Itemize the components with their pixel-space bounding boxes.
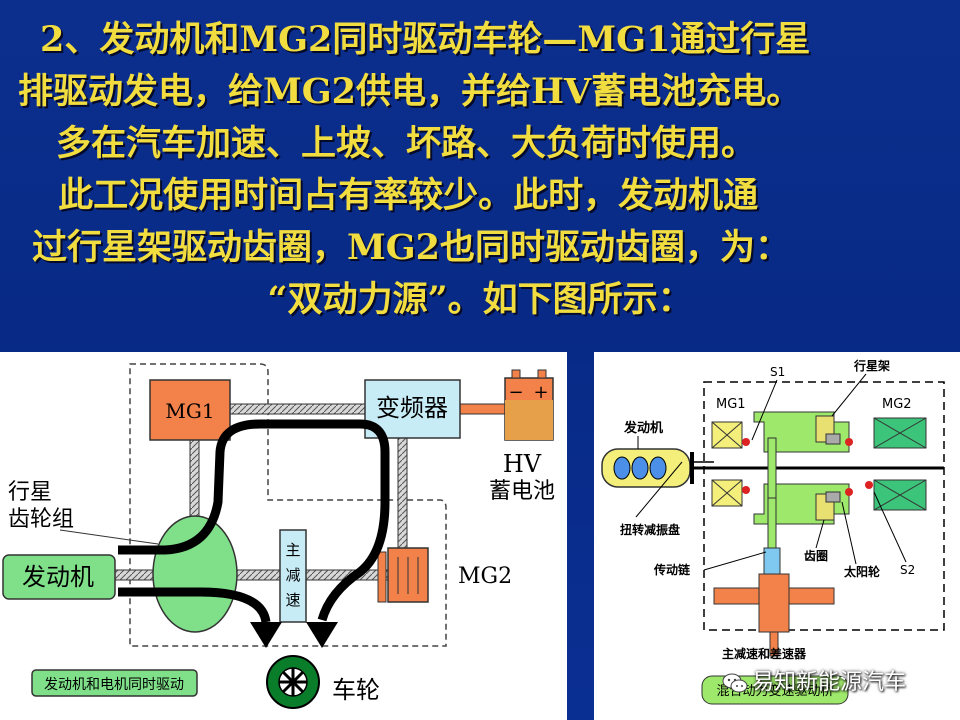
heading-line-5: 过行星架驱动齿圈，MG2也同时驱动齿圈，为：: [32, 227, 790, 268]
shaft-inverter-mg2: [397, 437, 408, 549]
heading-line-6: “双动力源”。如下图所示：: [267, 279, 693, 320]
planetary-label-1: 行星: [8, 480, 52, 505]
battery-label-name: 蓄电池: [489, 479, 555, 504]
mg2-label: MG2: [458, 564, 512, 589]
inverter-label: 变频器: [376, 394, 448, 422]
mode-caption: 发动机和电机同时驱动: [44, 677, 184, 693]
transaxle-svg: 发动机 扭转减振盘 MG1 MG2: [601, 358, 945, 705]
battery-link: [454, 403, 506, 415]
engine-label: 发动机: [623, 420, 663, 436]
battery-plus: +: [533, 382, 548, 403]
dashed-boundary: [129, 363, 447, 647]
damper-label: 扭转减振盘: [620, 522, 680, 537]
final-drive-label: 主减速和差速器: [722, 646, 807, 661]
sun-gear-label: 太阳轮: [844, 564, 881, 579]
differential-box: [758, 573, 790, 633]
transaxle-diagram: 发动机 扭转减振盘 MG1 MG2: [594, 352, 960, 720]
planetary-gear-set: [152, 515, 238, 633]
mode-caption-box: [31, 669, 198, 697]
wheel-label: 车轮: [332, 676, 380, 704]
mg2-power-flow-arrow: [118, 419, 390, 622]
battery-label-hv: HV: [503, 450, 542, 478]
heading-line-2: 排驱动发电，给MG2供电，并给HV蓄电池充电。: [18, 71, 802, 112]
final-drive-char-3: 速: [285, 591, 300, 609]
engine-label: 发动机: [22, 563, 94, 591]
s1-label: S1: [770, 365, 785, 379]
transaxle-boundary: [703, 381, 945, 631]
shaft-mg1-inverter: [227, 403, 369, 415]
mg1-box: [149, 379, 231, 441]
ring-gear-label: 齿圈: [804, 548, 828, 563]
s2-label: S2: [900, 563, 915, 577]
chain-label: 传动链: [653, 562, 691, 577]
planet-carrier-label: 行星架: [853, 358, 890, 373]
power-flow-svg: MG1 变频器 − + HV 蓄电池 行星 齿轮组 发动机 主 减 速 MG2: [2, 363, 555, 709]
heading-line-1: 2、发动机和MG2同时驱动车轮—MG1通过行星: [40, 19, 811, 60]
mg1-label: MG1: [165, 399, 214, 423]
heading-line-4: 此工况使用时间占有率较少。此时，发动机通: [46, 175, 759, 216]
watermark: 易知新能源汽车: [722, 664, 906, 696]
planetary-label-2: 齿轮组: [8, 507, 74, 532]
mg2-label: MG2: [882, 397, 912, 412]
engine-box: [2, 554, 116, 600]
watermark-text: 易知新能源汽车: [752, 670, 907, 695]
battery-minus: −: [508, 382, 523, 403]
heading-line-3: 多在汽车加速、上坡、坏路、大负荷时使用。: [56, 123, 757, 164]
final-drive-char-1: 主: [285, 541, 300, 559]
engine-power-flow-arrow: [118, 587, 271, 624]
final-drive-box: [279, 529, 307, 623]
power-flow-diagram: MG1 变频器 − + HV 蓄电池 行星 齿轮组 发动机 主 减 速 MG2: [0, 352, 567, 720]
wechat-icon: [722, 673, 748, 693]
slide-heading: 2、发动机和MG2同时驱动车轮—MG1通过行星 排驱动发电，给MG2供电，并给H…: [18, 14, 942, 326]
mg1-label: MG1: [716, 397, 746, 412]
chain-sprocket: [767, 437, 777, 499]
final-drive-char-2: 减: [285, 566, 300, 584]
